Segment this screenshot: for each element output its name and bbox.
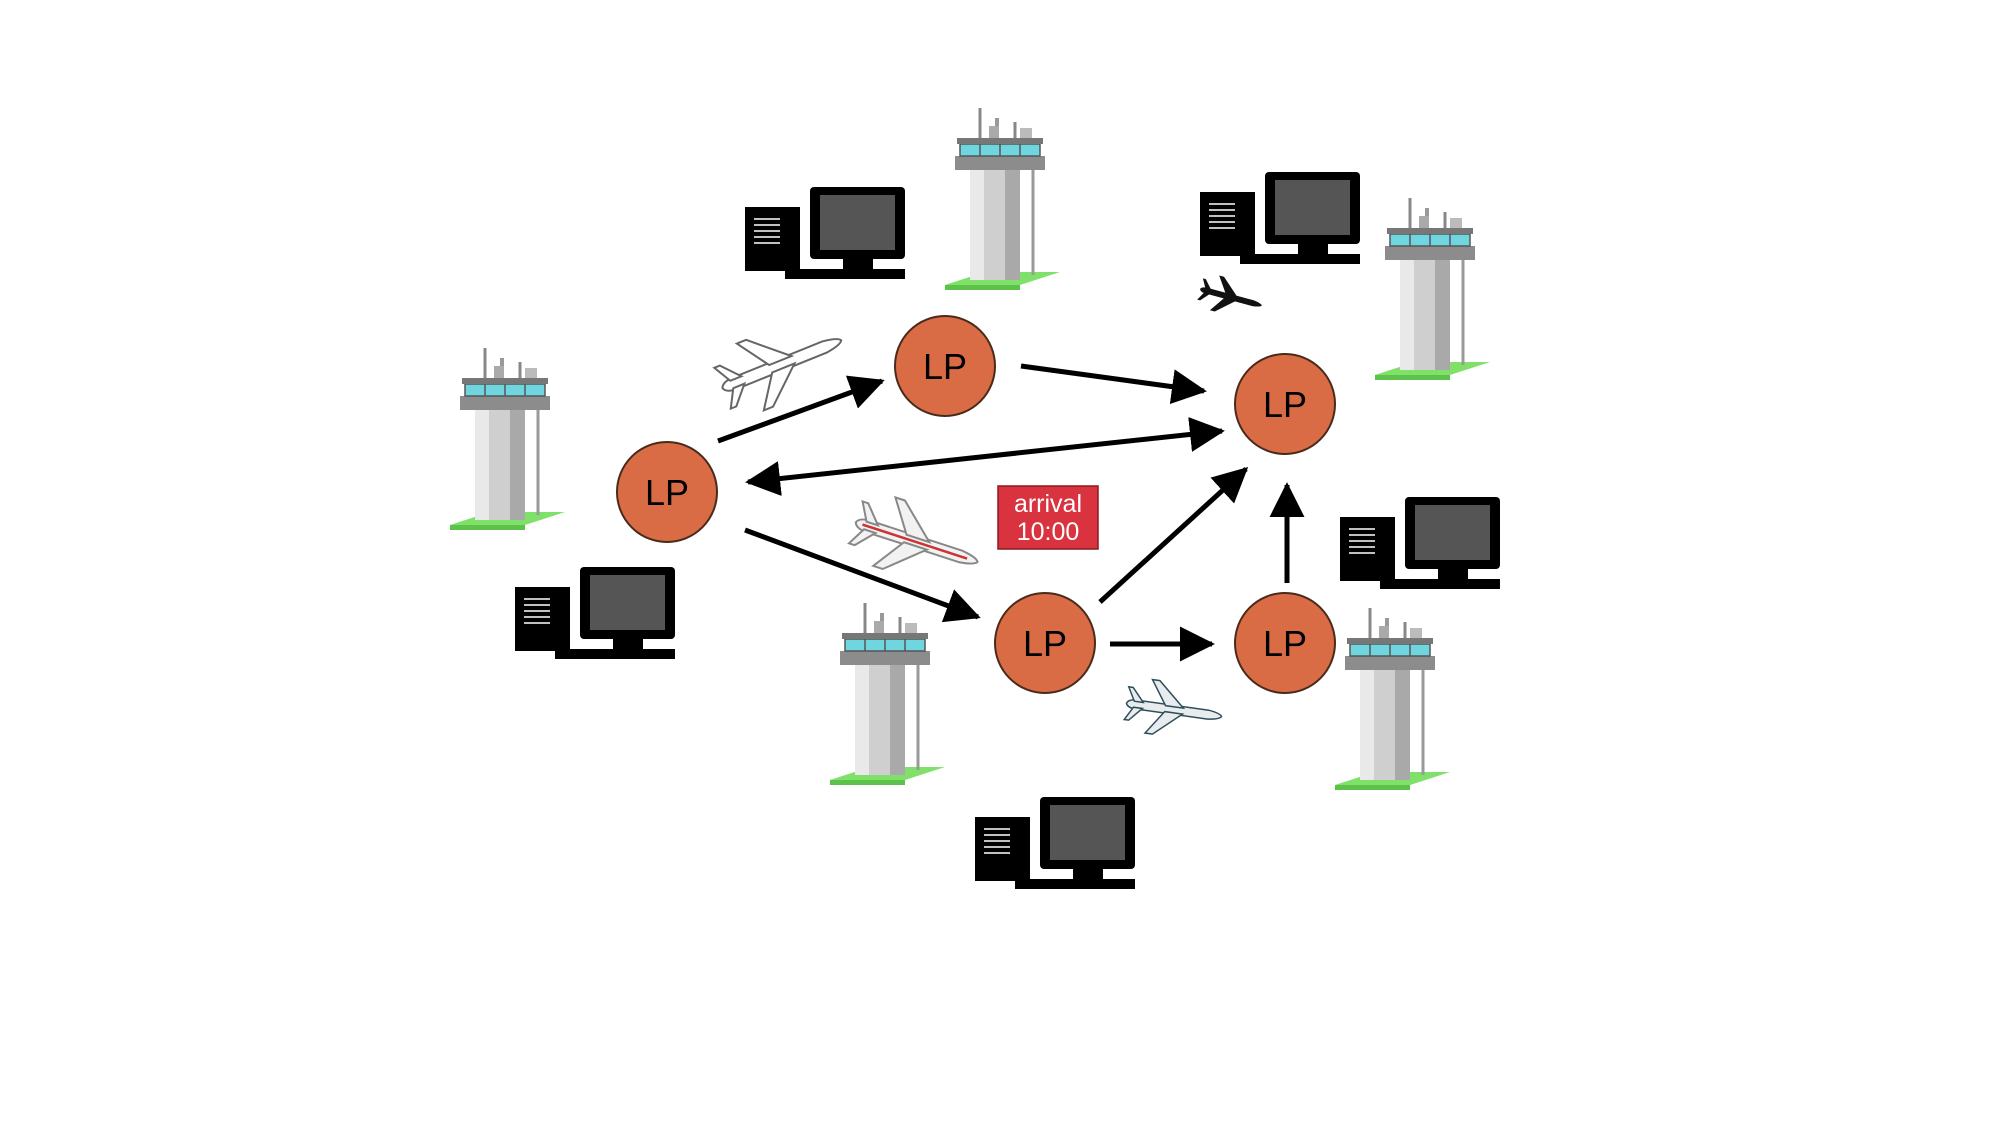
edge-lp-center-to-lp-right	[1098, 467, 1249, 604]
control-tower-icon	[943, 106, 1062, 292]
computer-icon	[1339, 496, 1501, 590]
computer-icon	[974, 796, 1136, 890]
lp-node-right: LP	[1234, 353, 1336, 455]
lp-node-left: LP	[616, 441, 718, 543]
airplane-icon	[843, 487, 990, 598]
edge-lp-right-lp-left-bidirectional	[745, 417, 1225, 496]
lp-node-top: LP	[894, 315, 996, 417]
edge-lp-top-to-lp-right	[1020, 363, 1207, 404]
computer-icon	[514, 566, 676, 660]
lp-node-label: LP	[645, 472, 689, 513]
control-tower-icon	[1373, 196, 1492, 382]
airplane-icon	[708, 305, 856, 423]
lp-node-label: LP	[1023, 623, 1067, 664]
computer-icon	[744, 186, 906, 280]
message-line-1: arrival	[1014, 490, 1082, 518]
arrival-message-box: arrival 10:00	[997, 485, 1099, 550]
message-line-2: 10:00	[1017, 518, 1080, 546]
lp-node-center: LP	[994, 592, 1096, 694]
lp-node-label: LP	[1263, 623, 1307, 664]
edge-lp-left-to-lp-center	[744, 527, 981, 623]
control-tower-icon	[828, 601, 947, 787]
control-tower-icon	[1333, 606, 1452, 792]
lp-node-label: LP	[1263, 384, 1307, 425]
lp-node-label: LP	[923, 346, 967, 387]
airplane-icon	[1121, 675, 1227, 745]
airplane-icon	[1195, 271, 1267, 323]
control-tower-icon	[448, 346, 567, 532]
computer-icon	[1199, 171, 1361, 265]
edges	[717, 363, 1305, 662]
lp-node-bottom-right: LP	[1234, 592, 1336, 694]
